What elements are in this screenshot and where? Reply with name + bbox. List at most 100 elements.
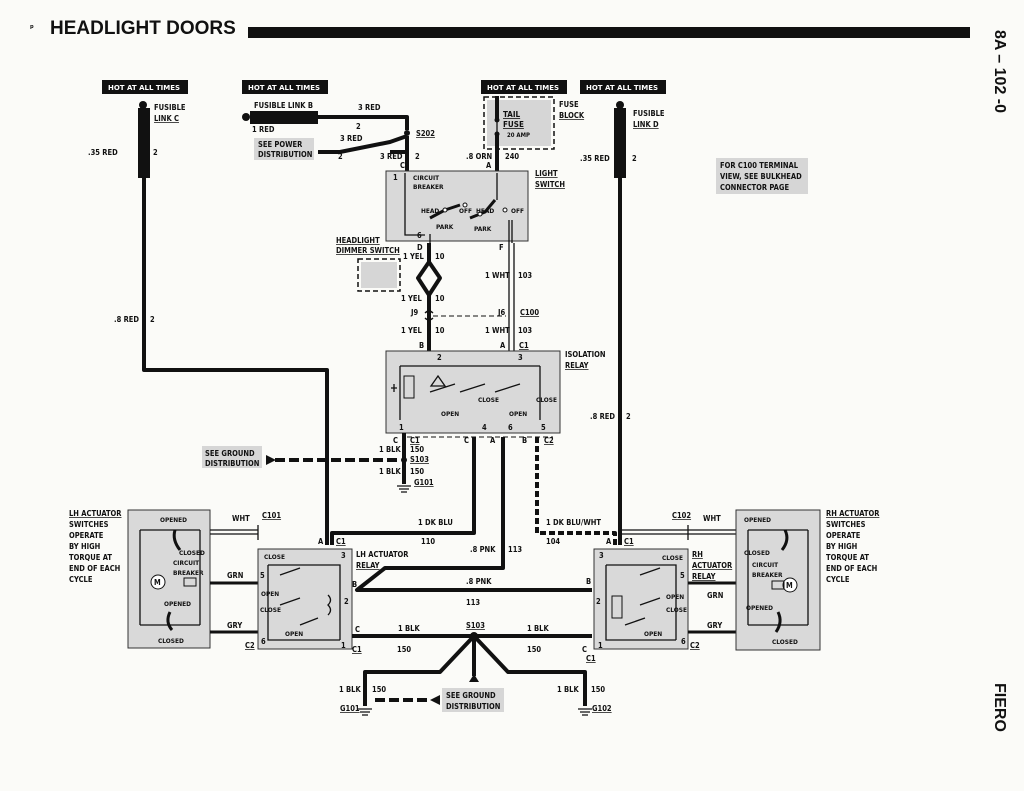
- hot-label-fuse: HOT AT ALL TIMES: [487, 84, 559, 92]
- svg-text:LH ACTUATOR: LH ACTUATOR: [356, 550, 409, 559]
- svg-text:3 RED: 3 RED: [358, 103, 381, 112]
- svg-text:240: 240: [505, 152, 519, 161]
- svg-text:113: 113: [466, 598, 480, 607]
- svg-text:1 BLK: 1 BLK: [557, 685, 579, 694]
- svg-text:CLOSE: CLOSE: [536, 396, 557, 404]
- svg-text:B: B: [522, 436, 527, 445]
- svg-text:103: 103: [518, 271, 532, 280]
- svg-text:OPERATE: OPERATE: [69, 531, 104, 540]
- svg-text:C100: C100: [520, 308, 539, 317]
- svg-text:J6: J6: [497, 308, 506, 317]
- hot-label-bg: [481, 80, 567, 94]
- svg-text:PARK: PARK: [474, 225, 492, 233]
- svg-text:2: 2: [338, 152, 343, 161]
- svg-text:5: 5: [260, 571, 265, 580]
- svg-text:HEADLIGHT: HEADLIGHT: [336, 236, 380, 245]
- svg-text:B: B: [352, 580, 357, 589]
- fusible-link-c: FUSIBLE LINK C .35 RED 2 .8 RED 2: [88, 101, 186, 324]
- svg-text:LINK D: LINK D: [633, 120, 659, 129]
- svg-text:1 DK BLU/WHT: 1 DK BLU/WHT: [546, 518, 601, 527]
- svg-text:1 BLK: 1 BLK: [339, 685, 361, 694]
- svg-text:RH ACTUATOR: RH ACTUATOR: [826, 509, 880, 518]
- svg-text:RELAY: RELAY: [356, 561, 380, 570]
- svg-text:SEE POWER: SEE POWER: [258, 140, 303, 149]
- svg-text:103: 103: [518, 326, 532, 335]
- svg-text:DIMMER SWITCH: DIMMER SWITCH: [336, 246, 400, 255]
- svg-text:C1: C1: [624, 537, 634, 546]
- header-rule: [248, 27, 970, 38]
- svg-text:150: 150: [410, 445, 424, 454]
- wire-wht-isolation: [508, 243, 515, 351]
- svg-text:SEE GROUND: SEE GROUND: [446, 691, 496, 700]
- svg-text:104: 104: [546, 537, 560, 546]
- svg-text:C1: C1: [586, 654, 596, 663]
- svg-text:PARK: PARK: [436, 223, 454, 231]
- svg-text:C1: C1: [519, 341, 529, 350]
- svg-text:1 YEL: 1 YEL: [401, 326, 423, 335]
- svg-text:HEAD: HEAD: [476, 207, 494, 215]
- svg-text:ISOLATION: ISOLATION: [565, 350, 606, 359]
- svg-text:1: 1: [598, 641, 603, 650]
- svg-text:C1: C1: [336, 537, 346, 546]
- svg-text:BREAKER: BREAKER: [752, 571, 783, 579]
- svg-text:A: A: [486, 161, 492, 170]
- svg-text:.8 PNK: .8 PNK: [470, 545, 496, 554]
- svg-text:VIEW, SEE BULKHEAD: VIEW, SEE BULKHEAD: [720, 172, 802, 181]
- fuse-block: TAIL FUSE 20 AMP FUSE BLOCK .8 ORN 240 A: [466, 96, 585, 172]
- svg-text:S103: S103: [410, 455, 429, 464]
- svg-text:110: 110: [421, 537, 435, 546]
- ground-distribution-note: SEE GROUND DISTRIBUTION: [202, 446, 262, 468]
- svg-text:TORQUE AT: TORQUE AT: [826, 553, 869, 562]
- svg-text:OPENED: OPENED: [746, 604, 773, 612]
- svg-text:2: 2: [344, 597, 349, 606]
- svg-text:1 DK BLU: 1 DK BLU: [418, 518, 453, 527]
- svg-text:CIRCUIT: CIRCUIT: [752, 561, 778, 569]
- svg-text:150: 150: [397, 645, 411, 654]
- svg-text:150: 150: [591, 685, 605, 694]
- svg-text:LH ACTUATOR: LH ACTUATOR: [69, 509, 122, 518]
- svg-text:2: 2: [356, 122, 361, 131]
- svg-text:.8 ORN: .8 ORN: [466, 152, 493, 161]
- svg-text:OFF: OFF: [459, 207, 472, 215]
- svg-text:CYCLE: CYCLE: [69, 575, 93, 584]
- svg-text:DISTRIBUTION: DISTRIBUTION: [258, 150, 313, 159]
- svg-text:10: 10: [435, 326, 445, 335]
- svg-text:F: F: [499, 243, 504, 252]
- svg-text:A: A: [318, 537, 324, 546]
- svg-text:1 WHT: 1 WHT: [485, 271, 510, 280]
- svg-text:OPEN: OPEN: [644, 630, 662, 638]
- fusible-link-b: FUSIBLE LINK B 1 RED 3 RED 2 S202 3 RED …: [242, 101, 435, 161]
- svg-text:G101: G101: [414, 478, 434, 487]
- headlight-dimmer-switch: HEADLIGHT DIMMER SWITCH D 1 YEL 10 1 YEL…: [336, 236, 445, 303]
- svg-text:C101: C101: [262, 511, 281, 520]
- rh-actuator-relay: A C1 RH ACTUATOR RELAY 3 CLOSE 5 OPEN CL…: [582, 537, 733, 663]
- svg-text:OPENED: OPENED: [160, 516, 187, 524]
- svg-text:3: 3: [599, 551, 604, 560]
- svg-text:WHT: WHT: [703, 514, 721, 523]
- svg-text:CONNECTOR PAGE: CONNECTOR PAGE: [720, 183, 789, 192]
- svg-text:HEAD: HEAD: [421, 207, 439, 215]
- svg-text:FUSIBLE: FUSIBLE: [633, 109, 665, 118]
- svg-text:1 YEL: 1 YEL: [401, 294, 423, 303]
- svg-text:2: 2: [153, 148, 158, 157]
- svg-text:6: 6: [508, 423, 513, 432]
- svg-text:S103: S103: [466, 621, 485, 630]
- svg-text:6: 6: [417, 231, 422, 240]
- hot-label-bg: [242, 80, 328, 94]
- svg-text:C2: C2: [690, 641, 700, 650]
- svg-text:.8 PNK: .8 PNK: [466, 577, 492, 586]
- svg-text:3 RED: 3 RED: [340, 134, 363, 143]
- svg-text:1: 1: [393, 173, 398, 182]
- svg-text:CLOSE: CLOSE: [478, 396, 499, 404]
- page-header: ᵖ HEADLIGHT DOORS: [30, 18, 970, 39]
- svg-text:SWITCH: SWITCH: [535, 180, 565, 189]
- svg-text:C: C: [355, 625, 360, 634]
- svg-text:OPEN: OPEN: [666, 593, 684, 601]
- svg-text:CLOSED: CLOSED: [772, 638, 798, 646]
- svg-text:1: 1: [341, 641, 346, 650]
- svg-text:2: 2: [626, 412, 631, 421]
- svg-text:2: 2: [415, 152, 420, 161]
- svg-text:1 BLK: 1 BLK: [379, 445, 401, 454]
- svg-text:2: 2: [437, 353, 442, 362]
